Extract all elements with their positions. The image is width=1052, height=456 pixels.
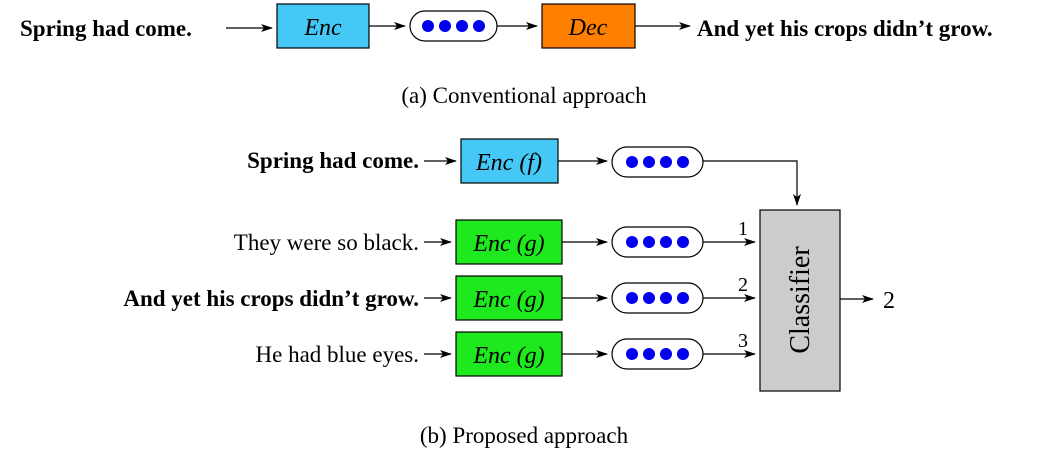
vector-dot (660, 236, 672, 248)
candidate-index: 1 (738, 218, 748, 240)
panel-a-conventional: Spring had come. Enc Dec And yet his cro… (20, 3, 993, 108)
encoder-f-label: Enc (f) (475, 150, 542, 176)
candidate-vector (611, 282, 704, 314)
encoder-g-box (455, 219, 563, 265)
encoder-g-label: Enc (g) (472, 231, 544, 257)
candidate-index: 2 (738, 274, 748, 296)
classifier-output: 2 (883, 288, 895, 314)
candidate-vector (611, 226, 704, 258)
vector-dot (643, 292, 655, 304)
vector-dot (677, 292, 689, 304)
candidate-sentence: He had blue eyes. (256, 342, 420, 367)
classifier-label: Classifier (785, 246, 816, 354)
encoder-label: Enc (303, 15, 342, 41)
vector-dot (626, 236, 638, 248)
vector-dot (626, 292, 638, 304)
vector-dot (677, 156, 689, 168)
vector-dot (626, 348, 638, 360)
candidate-row: And yet his crops didn’t grow. Enc (g) 2 (123, 274, 756, 321)
caption-a: (a) Conventional approach (401, 83, 647, 108)
classifier-box (759, 209, 841, 392)
vector-dot (456, 20, 468, 32)
caption-b: (b) Proposed approach (420, 423, 629, 448)
vector-dot (473, 20, 485, 32)
context-sentence: Spring had come. (247, 148, 419, 173)
candidate-row: They were so black. Enc (g) 1 (234, 218, 756, 265)
vector-dot (643, 156, 655, 168)
vector-dot (643, 236, 655, 248)
vector-dot (439, 20, 451, 32)
output-sentence: And yet his crops didn’t grow. (697, 16, 993, 41)
vector-dot (643, 348, 655, 360)
context-vector (611, 146, 704, 178)
vector-dot (677, 236, 689, 248)
vector-dot (677, 348, 689, 360)
encoder-g-box (455, 275, 563, 321)
encoder-g-box (455, 331, 563, 377)
vector-dot (422, 20, 434, 32)
decoder-label: Dec (568, 15, 608, 41)
encoder-g-label: Enc (g) (472, 343, 544, 369)
candidate-sentence: And yet his crops didn’t grow. (123, 286, 419, 311)
vector-dot (660, 292, 672, 304)
input-sentence: Spring had come. (20, 16, 192, 41)
candidate-sentence: They were so black. (234, 230, 419, 255)
candidate-row: He had blue eyes. Enc (g) 3 (256, 330, 756, 377)
candidate-index: 3 (738, 330, 748, 352)
vector-dot (626, 156, 638, 168)
candidate-vector (611, 338, 704, 370)
context-to-classifier-arrow (703, 160, 801, 206)
panel-b-proposed: Spring had come. Enc (f) They were so bl… (123, 138, 895, 448)
vector-dot (660, 156, 672, 168)
vector-dot (660, 348, 672, 360)
encoder-g-label: Enc (g) (472, 287, 544, 313)
